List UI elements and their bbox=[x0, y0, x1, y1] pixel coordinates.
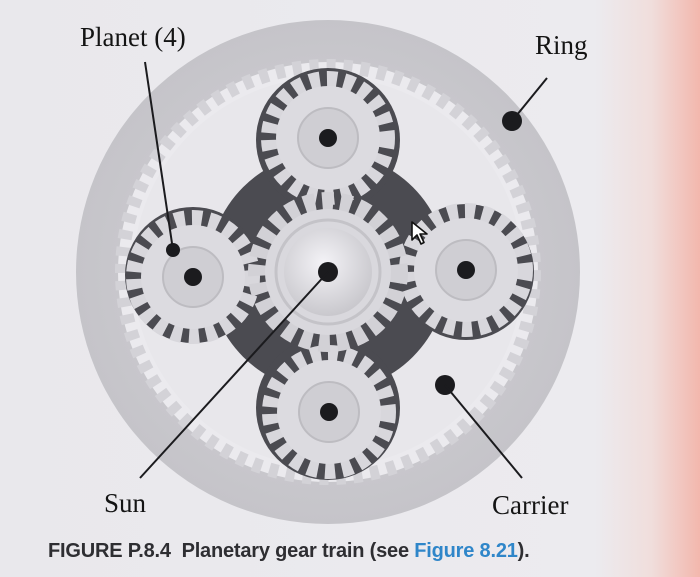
caption-figure-link[interactable]: Figure 8.21 bbox=[414, 540, 518, 562]
carrier-label: Carrier bbox=[492, 490, 569, 520]
planet-leader-line bbox=[144, 61, 174, 251]
arrow-cursor-icon bbox=[411, 221, 428, 245]
sun-leader-line bbox=[139, 271, 329, 479]
planet-label: Planet (4) bbox=[80, 22, 186, 52]
carrier-leader-line bbox=[444, 384, 523, 479]
caption-text: Planetary gear train (see bbox=[181, 540, 415, 562]
planet-gear-right bbox=[399, 203, 533, 337]
figure-caption: FIGURE P.8.4 Planetary gear train (see F… bbox=[48, 540, 530, 563]
planet-gear-bottom bbox=[262, 345, 396, 479]
ring-label: Ring bbox=[535, 30, 588, 60]
sun-label: Sun bbox=[104, 488, 147, 518]
caption-end: ). bbox=[517, 540, 530, 562]
ring-leader-line bbox=[511, 77, 548, 122]
caption-figure-id: FIGURE P.8.4 bbox=[48, 540, 171, 562]
